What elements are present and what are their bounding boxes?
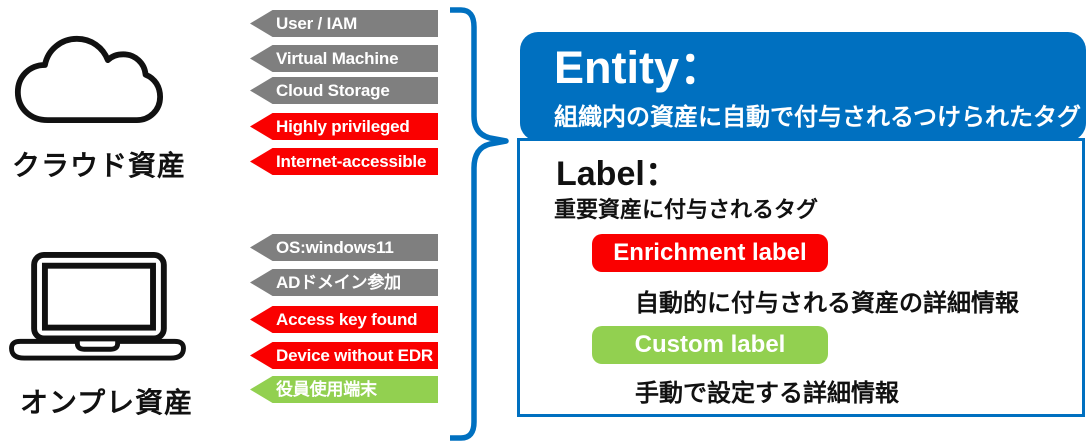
tag-access-key-found: Access key found xyxy=(250,306,438,333)
tag-device-without-edr: Device without EDR xyxy=(250,342,438,369)
tag-user-iam: User / IAM xyxy=(250,10,438,37)
tag-highly-privileged: Highly privileged xyxy=(250,113,438,140)
tag-cloud-storage: Cloud Storage xyxy=(250,77,438,104)
tag-os-windows11: OS:windows11 xyxy=(250,234,438,261)
entity-header: Entity： 組織内の資産に自動で付与されるつけられたタグ xyxy=(520,32,1086,141)
curly-brace xyxy=(450,7,509,441)
label-subtitle: 重要資産に付与されるタグ xyxy=(554,197,819,222)
label-panel xyxy=(517,138,1085,417)
custom-label-badge: Custom label xyxy=(592,326,828,364)
enrichment-label-badge: Enrichment label xyxy=(592,234,828,272)
tag-executive-device: 役員使用端末 xyxy=(250,376,438,403)
entity-title: Entity： xyxy=(554,42,725,93)
cloud-icon xyxy=(14,35,163,124)
cloud-asset-label: クラウド資産 xyxy=(12,150,187,181)
onprem-asset-label: オンプレ資産 xyxy=(20,387,194,418)
enrichment-label-description: 自動的に付与される資産の詳細情報 xyxy=(635,290,1019,317)
entity-subtitle: 組織内の資産に自動で付与されるつけられたタグ xyxy=(554,104,1082,131)
custom-label-description: 手動で設定する詳細情報 xyxy=(635,380,899,407)
laptop-icon xyxy=(9,251,186,361)
tag-ad-domain-joined: ADドメイン参加 xyxy=(250,269,438,296)
tag-virtual-machine: Virtual Machine xyxy=(250,45,438,72)
tag-internet-accessible: Internet-accessible xyxy=(250,148,438,175)
label-title: Label： xyxy=(556,155,679,193)
